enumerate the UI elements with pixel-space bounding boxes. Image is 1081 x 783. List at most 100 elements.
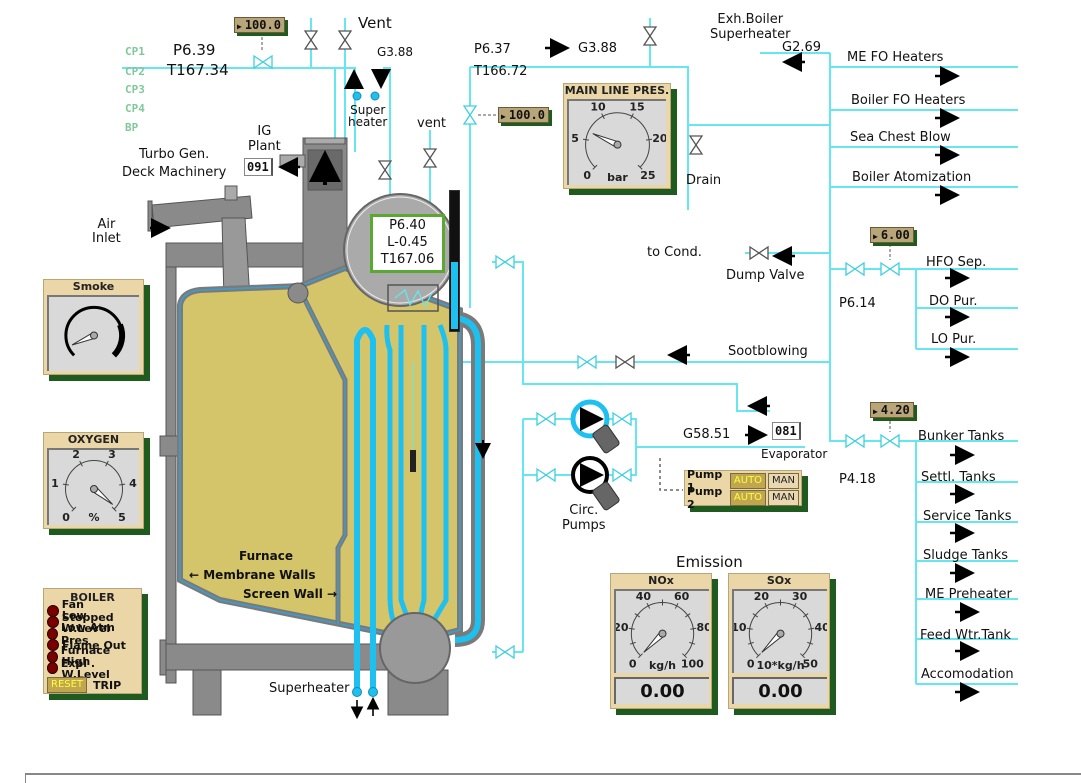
emission-title: Emission — [676, 553, 743, 571]
gauge-arc — [630, 601, 695, 657]
alarm-label: Fan Stopped — [61, 597, 114, 624]
evaporator-flow: G58.51 — [683, 427, 731, 442]
gauge-tick-label: 20 — [652, 132, 666, 145]
gauge-tick-label: 4 — [129, 477, 137, 490]
main-valve-setpoint[interactable]: ▶100.0 — [498, 107, 549, 123]
consumer-settl-tanks: Settl. Tanks — [921, 470, 996, 485]
pump-1-man-button[interactable]: MAN — [768, 472, 799, 489]
consumer-sludge-tanks: Sludge Tanks — [923, 548, 1009, 563]
gauge-tick — [746, 627, 753, 630]
sootblowing-label: Sootblowing — [728, 344, 808, 359]
gauge-tick — [637, 164, 643, 170]
drain-label: Drain — [686, 173, 722, 188]
alarm-item: Low W.Level — [47, 609, 138, 635]
gauge-unit: kg/h — [649, 659, 676, 672]
gauge-arc — [585, 112, 650, 168]
trip-label: TRIP — [93, 678, 122, 692]
gauge-title: MAIN LINE PRES. — [564, 84, 670, 97]
gauge-tick-label: 30 — [792, 591, 808, 603]
gauge-tick — [682, 653, 688, 659]
drum-temperature: T167.06 — [380, 252, 435, 267]
gauge-tick — [690, 627, 697, 630]
vent2-label: vent — [417, 116, 447, 131]
alarm-item: Furnace Expl . — [47, 644, 138, 670]
exh-boiler-flow: G2.69 — [782, 40, 822, 55]
gauge-tick — [800, 653, 806, 659]
gauge-arc — [65, 460, 123, 510]
gauge-unit: bar — [607, 171, 628, 184]
alarm-label: Furnace Expl . — [60, 643, 111, 670]
gauge-tick — [71, 506, 77, 512]
drum-readout: P6.40 L-0.45 T167.06 — [370, 214, 445, 273]
gauge-tick-label: 10 — [734, 621, 747, 634]
drum-pressure: P6.40 — [389, 218, 426, 233]
gauge-tick — [582, 138, 590, 141]
gauge-tick-label: 60 — [674, 591, 690, 603]
purifier-setpoint[interactable]: ▶6.00 — [870, 227, 914, 243]
gauge-title: Smoke Indicator — [66, 280, 122, 307]
gauge-tick — [79, 460, 83, 467]
pump-2-man-button[interactable]: MAN — [768, 489, 799, 506]
gauge-tick-label: 0 — [629, 657, 637, 670]
gauge-tick — [62, 483, 69, 486]
consumer-lo-pur: LO Pur. — [931, 332, 977, 347]
alarm-led-icon — [47, 627, 59, 640]
gauge-tick-label: 5 — [118, 511, 126, 524]
gauge-tick — [105, 460, 109, 467]
gauge-tick — [111, 506, 117, 512]
drum-level-fill — [451, 261, 458, 329]
gauge-tick-label: 5 — [571, 132, 579, 145]
gauge-unit: % — [88, 511, 99, 524]
gauge-minor-tick — [752, 613, 759, 618]
alarm-label: Flame Out — [62, 638, 126, 652]
gauge-minor-tick — [807, 641, 814, 645]
consumer-sea-chest-blow: Sea Chest Blow — [850, 130, 951, 145]
superheater-bottom-label: Superheater — [269, 681, 350, 696]
header-pressure: P6.39 — [173, 41, 216, 59]
bp-label: BP — [125, 121, 139, 134]
consumer-hfo-sep: HFO Sep. — [926, 255, 987, 270]
gauge-arc — [748, 601, 813, 657]
pump-2-auto-button[interactable]: AUTO — [729, 489, 767, 506]
smoke-indicator-gauge: Smoke Indicator — [43, 279, 144, 375]
header-valve-setpoint[interactable]: ▶100.0 — [234, 17, 285, 33]
vent-label: Vent — [358, 14, 392, 32]
alarm-panel-title: BOILER — [70, 591, 115, 604]
consumer-service-tanks: Service Tanks — [923, 509, 1012, 524]
reset-row: RESET TRIP — [47, 677, 138, 693]
gauge-hub — [658, 629, 667, 638]
gauge-tick-label: 100 — [681, 657, 704, 670]
gauge-tick-label: 3 — [108, 450, 116, 461]
alarm-led-icon — [47, 662, 59, 675]
gauge-tick — [755, 653, 761, 659]
consumer-me-fo-heaters: ME FO Heaters — [847, 50, 944, 65]
pump-2-label: Pump 2 — [687, 484, 723, 511]
membrane-walls-label: ← Membrane Walls — [189, 568, 316, 582]
mud-drum — [379, 612, 451, 684]
reset-button[interactable]: RESET — [47, 677, 88, 693]
alarm-item: High W.Level — [47, 655, 138, 681]
gauge-tick — [119, 483, 126, 486]
status-bar — [25, 773, 1081, 783]
sox-readout: 0.00 — [732, 677, 827, 704]
gauge-hub — [90, 485, 98, 493]
gauge-tick-label: 0 — [62, 511, 70, 524]
tank-line-setpoint[interactable]: ▶4.20 — [870, 402, 914, 418]
consumer-boiler-fo-heaters: Boiler FO Heaters — [851, 93, 966, 108]
gauge-tick — [592, 164, 598, 170]
gauge-hub — [613, 140, 622, 149]
alarm-label: Low W.Level — [61, 609, 111, 636]
pump-1-label: Pump 1 — [687, 467, 723, 494]
gauge-tick — [630, 113, 634, 120]
gauge-minor-tick — [689, 641, 696, 645]
gauge-unit: 10*kg/h — [756, 659, 804, 672]
alarm-item: Low Atm Pres — [47, 621, 138, 647]
pump-1-auto-button[interactable]: AUTO — [729, 472, 767, 489]
consumer-feed-wtr-tank: Feed Wtr.Tank — [920, 628, 1011, 643]
